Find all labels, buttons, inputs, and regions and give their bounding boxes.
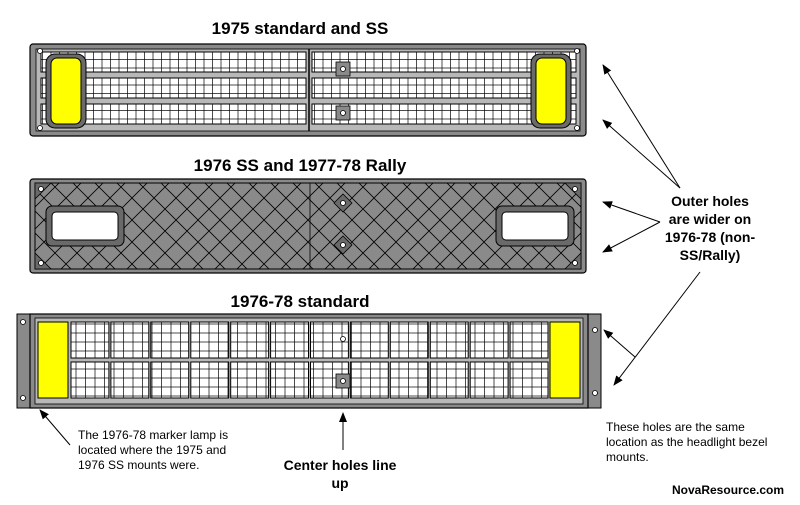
grille-cell bbox=[509, 361, 549, 399]
mount-hole bbox=[20, 395, 26, 401]
grille-cell bbox=[150, 321, 190, 359]
grille-cell bbox=[190, 321, 230, 359]
marker-lamp bbox=[50, 57, 82, 125]
mount-hole bbox=[572, 186, 578, 192]
marker-lamp bbox=[549, 321, 581, 399]
mount-hole bbox=[592, 327, 598, 333]
grille-cell bbox=[270, 321, 310, 359]
arrow bbox=[613, 271, 701, 386]
annotation-arrows bbox=[39, 64, 701, 450]
outer-holes-note: Outer holes are wider on 1976-78 (non-SS… bbox=[664, 193, 756, 263]
mount-hole bbox=[37, 125, 43, 131]
arrow bbox=[602, 221, 661, 253]
grille-cell bbox=[150, 361, 190, 399]
grille-cell bbox=[429, 321, 469, 359]
grille-1975 bbox=[29, 43, 587, 137]
grille-cell bbox=[190, 361, 230, 399]
center-hole bbox=[340, 66, 346, 72]
lamp-opening bbox=[51, 211, 119, 241]
site-credit: NovaResource.com bbox=[672, 483, 785, 497]
grille-cell bbox=[389, 321, 429, 359]
grille-cell bbox=[349, 321, 389, 359]
arrow bbox=[602, 119, 681, 189]
grille-cell bbox=[509, 321, 549, 359]
center-hole bbox=[340, 336, 346, 342]
title-1976-ss-rally: 1976 SS and 1977-78 Rally bbox=[193, 156, 407, 175]
mount-hole bbox=[20, 319, 26, 325]
grille-cell bbox=[469, 321, 509, 359]
grille-cell bbox=[389, 361, 429, 399]
grille-cell bbox=[230, 361, 270, 399]
mount-hole bbox=[572, 260, 578, 266]
marker-lamp-note: The 1976-78 marker lamp is located where… bbox=[78, 428, 229, 472]
center-holes-note: Center holes line up bbox=[283, 457, 397, 491]
grille-cell bbox=[230, 321, 270, 359]
grille-cell bbox=[469, 361, 509, 399]
grille-cell bbox=[110, 361, 150, 399]
mount-hole bbox=[38, 186, 44, 192]
title-1976-78-standard: 1976-78 standard bbox=[230, 292, 370, 311]
center-hole bbox=[340, 200, 346, 206]
mount-hole bbox=[592, 390, 598, 396]
mount-hole bbox=[38, 260, 44, 266]
grille-cell bbox=[70, 361, 110, 399]
title-1975-standard-ss: 1975 standard and SS bbox=[211, 19, 389, 38]
grille-cell bbox=[349, 361, 389, 399]
same-location-note: These holes are the same location as the… bbox=[606, 420, 768, 464]
lamp-opening bbox=[501, 211, 569, 241]
mount-hole bbox=[37, 48, 43, 54]
grille-cell bbox=[70, 321, 110, 359]
arrow bbox=[602, 64, 681, 189]
center-hole bbox=[340, 110, 346, 116]
grille-cell bbox=[110, 321, 150, 359]
grille-1976-ss bbox=[29, 178, 587, 274]
center-hole bbox=[340, 242, 346, 248]
center-hole bbox=[340, 378, 346, 384]
arrow bbox=[602, 201, 661, 223]
grille-1976-std bbox=[16, 313, 602, 409]
arrow bbox=[39, 409, 71, 446]
marker-lamp bbox=[37, 321, 69, 399]
mount-hole bbox=[574, 48, 580, 54]
grille-cell bbox=[270, 361, 310, 399]
grille-cell bbox=[429, 361, 469, 399]
mount-hole bbox=[574, 125, 580, 131]
marker-lamp bbox=[535, 57, 567, 125]
arrow bbox=[603, 329, 636, 358]
